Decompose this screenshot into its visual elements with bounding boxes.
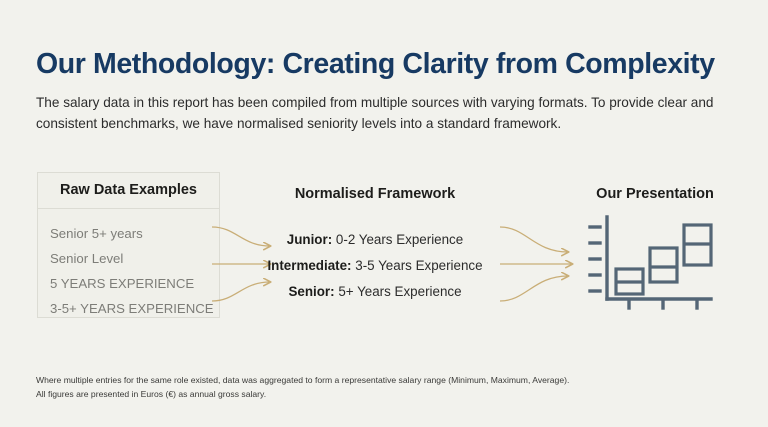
intro-paragraph: The salary data in this report has been … — [36, 94, 714, 131]
framework-row-intermediate: Intermediate: 3-5 Years Experience — [230, 253, 520, 279]
framework-row-senior: Senior: 5+ Years Experience — [230, 279, 520, 305]
raw-data-list: Senior 5+ years Senior Level 5 YEARS EXP… — [38, 209, 219, 321]
page-title: Our Methodology: Creating Clarity from C… — [36, 48, 715, 81]
framework-row-junior: Junior: 0-2 Years Experience — [230, 227, 520, 253]
framework-level-label: Intermediate: — [267, 258, 352, 273]
framework-list: Junior: 0-2 Years Experience Intermediat… — [230, 227, 520, 305]
arrow-curve-top — [211, 226, 270, 246]
arrow-curve-bottom — [499, 276, 568, 302]
list-item: 5 YEARS EXPERIENCE — [50, 276, 195, 291]
list-item: 3-5+ YEARS EXPERIENCE — [50, 301, 214, 316]
arrow-group-left — [211, 222, 290, 311]
arrow-curve-top — [499, 226, 568, 252]
raw-data-examples-card: Raw Data Examples Senior 5+ years Senior… — [37, 172, 220, 318]
footnote-line-2: All figures are presented in Euros (€) a… — [36, 388, 267, 399]
framework-level-detail: 3-5 Years Experience — [355, 258, 483, 273]
footnote: Where multiple entries for the same role… — [36, 374, 676, 401]
list-item: Senior Level — [50, 251, 124, 266]
footnote-line-1: Where multiple entries for the same role… — [36, 375, 570, 385]
list-item: Senior 5+ years — [50, 226, 143, 241]
raw-data-heading: Raw Data Examples — [38, 173, 219, 209]
framework-level-detail: 0-2 Years Experience — [335, 232, 464, 247]
framework-level-label: Senior: — [288, 284, 335, 299]
framework-level-label: Junior: — [286, 232, 333, 247]
chart-bar-2 — [648, 246, 679, 284]
framework-heading: Normalised Framework — [294, 186, 456, 202]
presentation-heading: Our Presentation — [596, 186, 714, 202]
arrow-curve-bottom — [211, 282, 270, 302]
framework-level-detail: 5+ Years Experience — [338, 284, 462, 299]
bar-chart-icon — [584, 213, 716, 318]
arrow-group-right — [499, 222, 580, 311]
